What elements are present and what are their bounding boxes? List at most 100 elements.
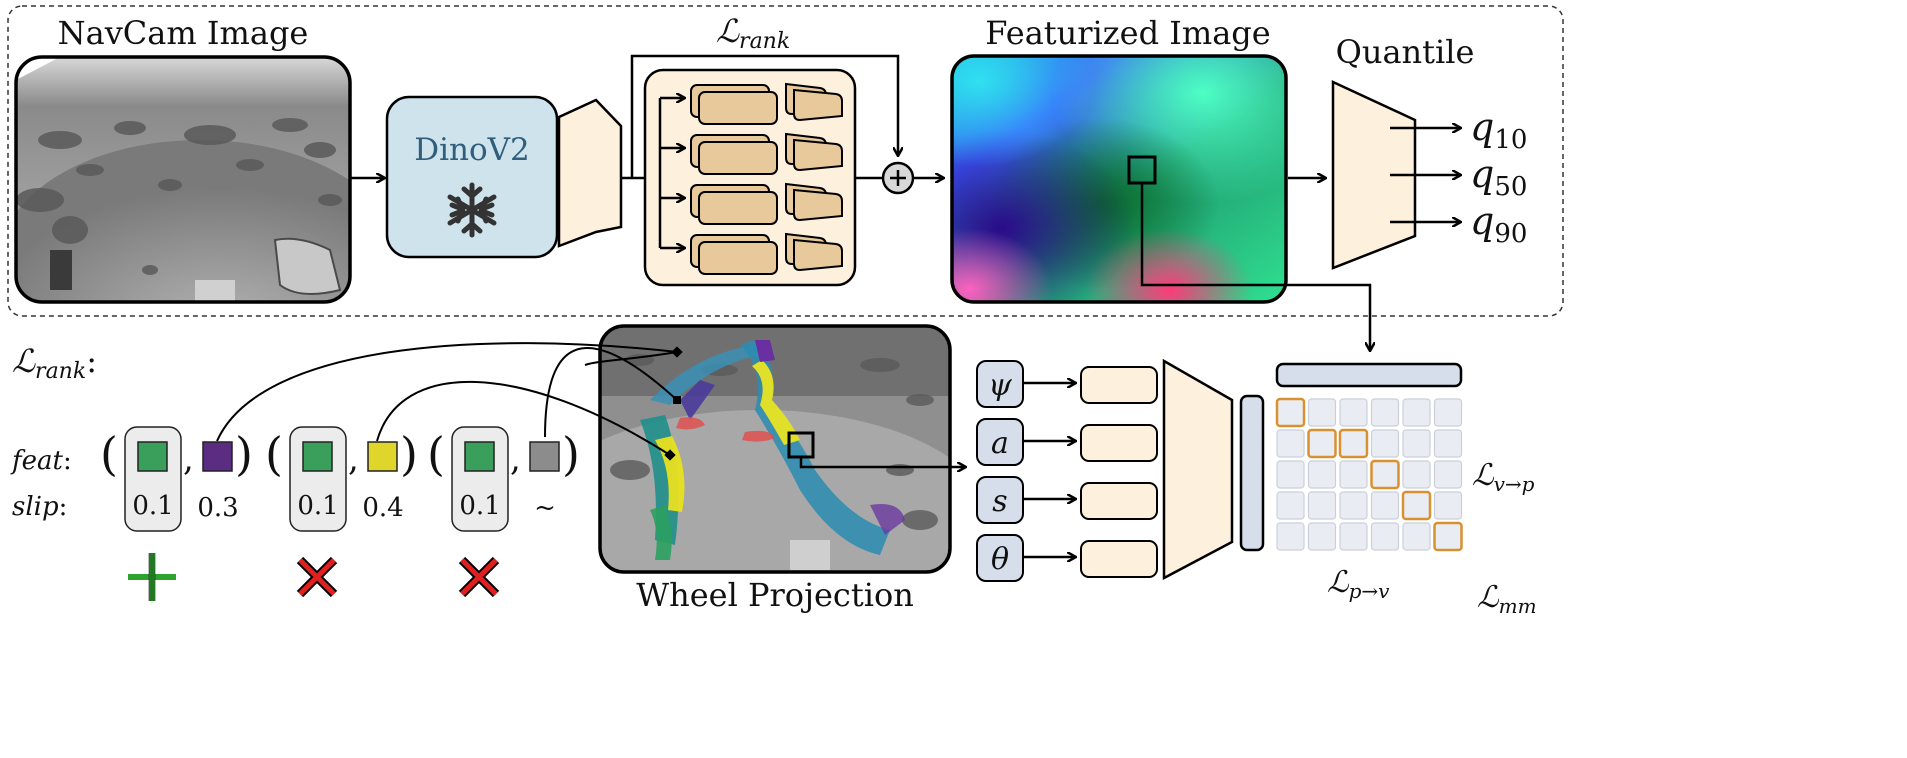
anchor-feature-swatch [302, 441, 333, 472]
similarity-cell [1276, 460, 1305, 489]
head-card-stack [690, 184, 778, 225]
similarity-cell [1402, 460, 1431, 489]
proprio-encoder [1162, 358, 1234, 581]
proprio-embedding [1080, 366, 1158, 404]
similarity-cell [1339, 522, 1368, 551]
similarity-cell [1276, 491, 1305, 520]
similarity-cell-positive [1307, 428, 1337, 459]
similarity-matrix [1275, 397, 1463, 552]
proprio-input: a [976, 418, 1158, 466]
quantile-title: Quantile [1336, 33, 1475, 71]
comma: , [510, 439, 521, 479]
proprio-input: s [976, 476, 1158, 524]
plus-icon [128, 553, 176, 601]
rank-pair: (,) 0.1 ~ [427, 426, 580, 598]
loss-mm: ℒmm [1477, 580, 1537, 618]
proprio-symbol: ψ [988, 368, 1012, 403]
snowflake-icon [447, 182, 497, 238]
featurized-frame [950, 54, 1288, 304]
similarity-cell [1307, 522, 1337, 551]
loss-p-to-v: ℒp→v [1327, 565, 1390, 603]
similarity-cell [1339, 491, 1368, 520]
similarity-cell-positive [1401, 490, 1432, 521]
head-card-small [785, 232, 843, 272]
similarity-cell [1307, 491, 1337, 520]
wheel-to-proprio-arrow [799, 457, 965, 467]
navcam-image [16, 57, 350, 302]
rank-connectors [216, 342, 678, 456]
anchor-slip-value: 0.1 [459, 491, 500, 521]
anchor-slip-value: 0.1 [297, 491, 338, 521]
anchor-feature-swatch [137, 441, 168, 472]
dinov2-backbone [385, 95, 559, 259]
close-paren: ) [562, 427, 580, 481]
anchor-feature-swatch [464, 441, 495, 472]
other-feature-swatch [367, 441, 398, 472]
proprio-embedding [1080, 540, 1158, 578]
cross-icon [296, 556, 338, 598]
head-card-small [785, 132, 843, 172]
quantile-label: q10 [1470, 105, 1527, 155]
rank-pair: (,) 0.1 0.3 [100, 426, 253, 601]
head-arrows [660, 98, 684, 248]
similarity-cell [1433, 398, 1463, 427]
wheel-projection-image [600, 326, 950, 572]
other-slip-value: ~ [534, 493, 556, 523]
similarity-cell [1402, 398, 1431, 427]
projection-encoder [557, 98, 623, 248]
proprio-embedding-bar [1239, 394, 1265, 552]
open-paren: ( [100, 427, 118, 481]
similarity-cell-positive [1338, 428, 1369, 459]
rank-loss-left: ℒrank: [12, 342, 97, 384]
head-card-stack [690, 84, 778, 125]
open-paren: ( [265, 427, 283, 481]
similarity-cell [1402, 429, 1431, 458]
cross-icon [458, 556, 500, 598]
wheel-sample-points [664, 346, 683, 461]
similarity-cell [1276, 429, 1305, 458]
featurized-title: Featurized Image [985, 14, 1270, 52]
wheel-projection-title: Wheel Projection [636, 576, 914, 614]
other-slip-value: 0.3 [197, 493, 238, 523]
proprio-symbol: a [991, 426, 1009, 461]
head-card-stack [690, 234, 778, 275]
similarity-cell [1307, 398, 1337, 427]
slip-row-label: slip: [12, 492, 67, 522]
head-card-stack [690, 134, 778, 175]
anchor-slip-value: 0.1 [132, 491, 173, 521]
comma: , [183, 439, 194, 479]
similarity-cell [1370, 491, 1400, 520]
similarity-cell [1339, 398, 1368, 427]
similarity-cell [1370, 398, 1400, 427]
open-paren: ( [427, 427, 445, 481]
navcam-title: NavCam Image [58, 14, 309, 52]
similarity-cell [1276, 522, 1305, 551]
close-paren: ) [400, 427, 418, 481]
rank-skip-arrow [630, 54, 898, 178]
close-paren: ) [235, 427, 253, 481]
visual-embedding-bar [1275, 362, 1463, 388]
head-cards [690, 82, 843, 275]
proprio-embedding [1080, 424, 1158, 462]
similarity-cell-positive [1370, 459, 1400, 490]
other-slip-value: 0.4 [362, 493, 403, 523]
proprio-input: ψ [976, 360, 1158, 408]
other-feature-swatch [202, 441, 233, 472]
similarity-cell-positive [1433, 521, 1463, 552]
loss-v-to-p: ℒv→p [1472, 458, 1535, 496]
plus-circle-icon [881, 161, 915, 195]
proprio-input: θ [976, 534, 1158, 582]
rank-loss-top: ℒrank [716, 12, 790, 54]
similarity-cell [1433, 491, 1463, 520]
similarity-cell [1370, 429, 1400, 458]
proprio-embedding [1080, 482, 1158, 520]
featurized-image [952, 56, 1286, 302]
similarity-cell [1433, 460, 1463, 489]
similarity-cell [1433, 429, 1463, 458]
similarity-cell-positive [1275, 397, 1306, 428]
similarity-cell [1307, 460, 1337, 489]
head-card-small [785, 182, 843, 222]
